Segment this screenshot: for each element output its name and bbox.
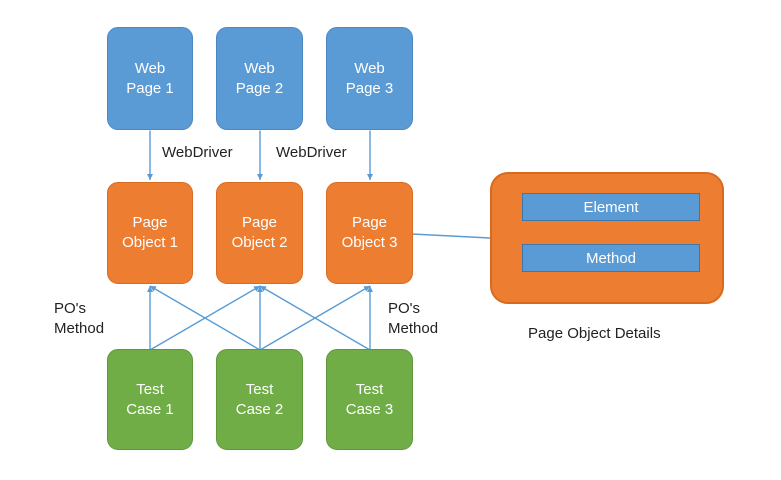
page-object-1: Page Object 1: [107, 182, 193, 284]
test-case-2-line1: Test: [245, 380, 274, 398]
page-object-3: Page Object 3: [326, 182, 413, 284]
po-method-label-left-line2: Method: [54, 320, 105, 337]
web-page-2-line1: Web: [244, 59, 275, 77]
page-object-3-line1: Page: [351, 214, 388, 231]
web-page-1-line2: Page 1: [126, 79, 174, 97]
page-object-2: Page Object 2: [216, 182, 303, 284]
page-object-1-line1: Page: [132, 214, 168, 231]
web-page-3-line2: Page 3: [345, 79, 394, 97]
page-object-2-line1: Page: [241, 214, 278, 231]
test-case-2-line2: Case 2: [235, 400, 284, 418]
test-case-1: Test Case 1: [107, 349, 193, 450]
page-object-2-line2: Object 2: [231, 234, 288, 251]
method-call-2-1: [149, 285, 261, 351]
web-page-2-line2: Page 2: [235, 79, 284, 97]
po-method-label-right-line2: Method: [388, 320, 439, 337]
po-method-label-right-line1: PO's: [388, 300, 421, 317]
po-method-label-right: PO's Method: [388, 299, 438, 339]
web-page-2: Web Page 2: [216, 27, 303, 130]
web-page-1: Web Page 1: [107, 27, 193, 130]
details-caption: Page Object Details: [528, 325, 661, 342]
test-case-3: Test Case 3: [326, 349, 413, 450]
method-bar: Method: [522, 244, 700, 272]
page-object-3-line2: Object 3: [341, 234, 398, 251]
page-object-details-panel: Element Method: [490, 172, 724, 304]
web-page-1-line1: Web: [134, 59, 166, 77]
po-method-label-left-line1: PO's: [54, 300, 87, 317]
web-page-3: Web Page 3: [326, 27, 413, 130]
test-case-3-line1: Test: [355, 380, 384, 398]
details-connector: [411, 233, 491, 239]
po-method-label-left: PO's Method: [54, 299, 104, 339]
test-case-1-line2: Case 1: [126, 400, 174, 418]
webdriver-label-left: WebDriver: [162, 144, 233, 161]
element-bar: Element: [522, 193, 700, 221]
web-page-3-line1: Web: [354, 59, 385, 77]
method-call-3-2: [259, 285, 371, 351]
test-case-2: Test Case 2: [216, 349, 303, 450]
test-case-3-line2: Case 3: [345, 400, 394, 418]
webdriver-label-right: WebDriver: [276, 144, 347, 161]
test-case-1-line1: Test: [136, 380, 164, 398]
page-object-1-line2: Object 1: [122, 234, 178, 251]
